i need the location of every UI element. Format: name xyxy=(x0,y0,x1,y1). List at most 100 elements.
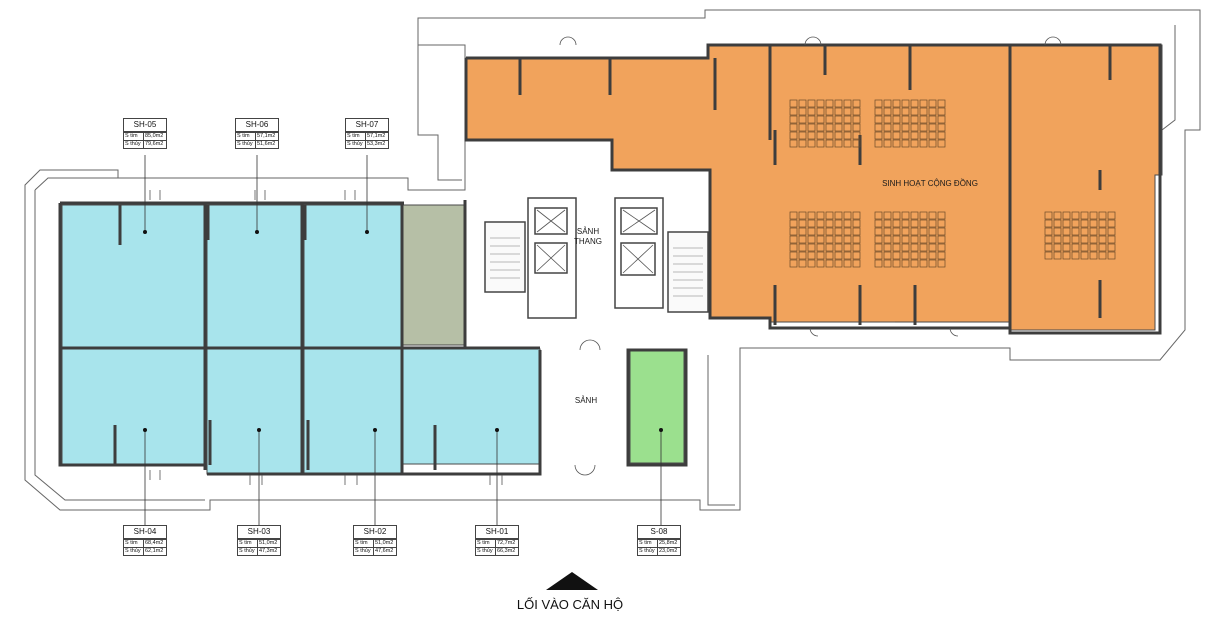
seat xyxy=(843,235,852,244)
seat xyxy=(919,99,928,108)
seat xyxy=(883,99,892,108)
core xyxy=(484,197,709,319)
unit-code: SH-02 xyxy=(353,525,397,539)
area-value: 68,4m2 xyxy=(143,539,167,548)
seat xyxy=(1107,211,1116,220)
seat xyxy=(874,123,883,132)
seat xyxy=(928,227,937,236)
seat xyxy=(937,227,946,236)
seat xyxy=(789,99,798,108)
seat xyxy=(852,99,861,108)
seat xyxy=(1062,211,1071,220)
seat xyxy=(910,139,919,148)
seat xyxy=(807,227,816,236)
seat xyxy=(919,219,928,228)
seat xyxy=(883,107,892,116)
seat xyxy=(834,131,843,140)
auditorium-seating xyxy=(789,99,1116,268)
seat xyxy=(910,107,919,116)
seat xyxy=(807,139,816,148)
seat xyxy=(1071,243,1080,252)
area-label: S thủy xyxy=(637,547,658,556)
seat xyxy=(816,123,825,132)
seat xyxy=(883,243,892,252)
lobby-label: SẢNH xyxy=(574,396,598,405)
seat xyxy=(928,107,937,116)
seat xyxy=(892,235,901,244)
seat xyxy=(874,99,883,108)
seat xyxy=(843,139,852,148)
seat xyxy=(928,123,937,132)
seat xyxy=(937,211,946,220)
seat xyxy=(910,235,919,244)
zones xyxy=(61,44,1163,475)
seat xyxy=(825,235,834,244)
zone-sh02 xyxy=(303,348,402,475)
seat xyxy=(834,259,843,268)
seat xyxy=(852,243,861,252)
seat xyxy=(1071,251,1080,260)
seat xyxy=(1107,219,1116,228)
seat xyxy=(798,139,807,148)
seat xyxy=(816,259,825,268)
seat xyxy=(807,219,816,228)
seat xyxy=(892,139,901,148)
area-value: 57,1m2 xyxy=(365,132,389,141)
area-label: S tim xyxy=(123,132,144,141)
seat xyxy=(1080,211,1089,220)
seat xyxy=(1044,227,1053,236)
seat xyxy=(852,131,861,140)
seat xyxy=(892,227,901,236)
seat xyxy=(901,259,910,268)
seat xyxy=(798,211,807,220)
area-label: S tim xyxy=(123,539,144,548)
area-value: 47,6m2 xyxy=(373,547,397,556)
seat xyxy=(1107,251,1116,260)
seat xyxy=(789,123,798,132)
seat xyxy=(883,259,892,268)
seat xyxy=(1044,219,1053,228)
seat xyxy=(1071,219,1080,228)
seat xyxy=(874,211,883,220)
seat xyxy=(852,227,861,236)
seat xyxy=(928,251,937,260)
seat xyxy=(1062,227,1071,236)
seat xyxy=(843,123,852,132)
area-value: 85,0m2 xyxy=(143,132,167,141)
seat xyxy=(937,139,946,148)
seat xyxy=(1062,219,1071,228)
seat xyxy=(937,259,946,268)
seat xyxy=(1080,243,1089,252)
seat xyxy=(919,131,928,140)
seat xyxy=(919,123,928,132)
seat xyxy=(1062,243,1071,252)
seat xyxy=(834,139,843,148)
seat xyxy=(789,139,798,148)
seat xyxy=(1080,235,1089,244)
seat xyxy=(852,123,861,132)
seat xyxy=(807,259,816,268)
seat xyxy=(874,251,883,260)
seat xyxy=(1044,211,1053,220)
seat xyxy=(1098,227,1107,236)
seat xyxy=(825,99,834,108)
seat xyxy=(807,123,816,132)
seat xyxy=(789,235,798,244)
seat xyxy=(798,131,807,140)
seat xyxy=(928,243,937,252)
seat xyxy=(928,131,937,140)
seat xyxy=(901,99,910,108)
area-label: S thủy xyxy=(353,547,374,556)
seat xyxy=(901,243,910,252)
zone-sh07 xyxy=(303,204,403,348)
seat xyxy=(807,251,816,260)
seat xyxy=(883,251,892,260)
seat xyxy=(807,99,816,108)
seat xyxy=(901,115,910,124)
seat xyxy=(825,139,834,148)
